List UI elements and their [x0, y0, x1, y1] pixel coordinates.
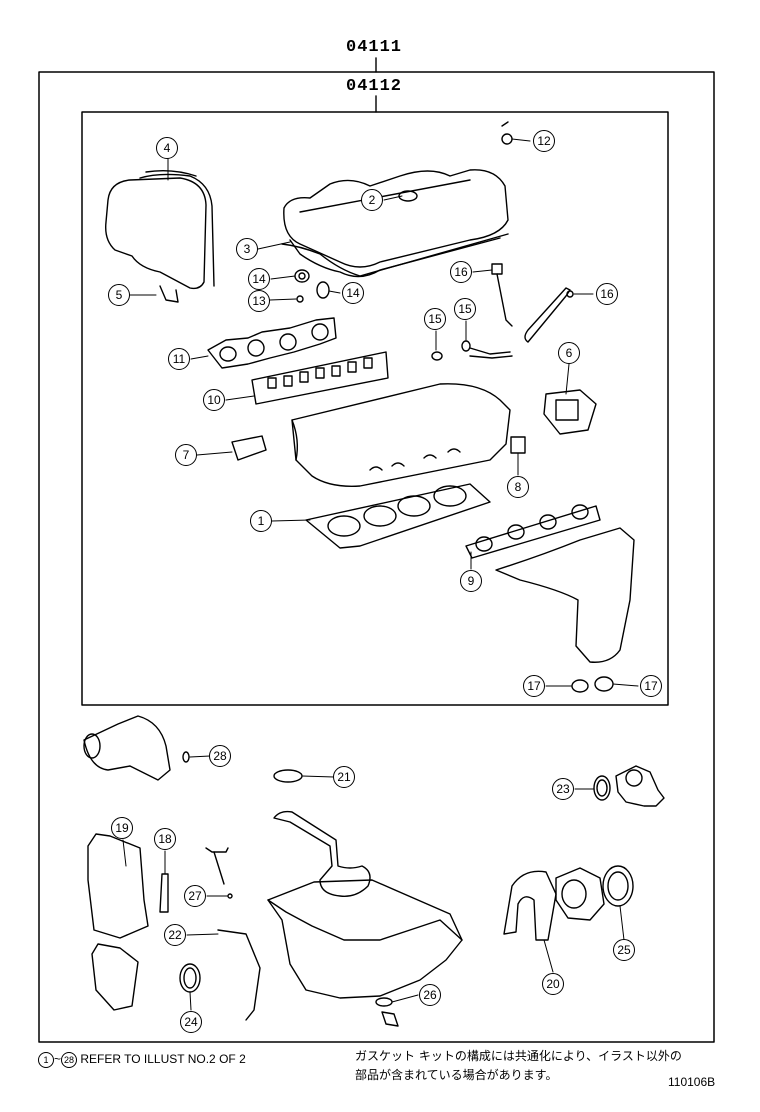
callout-16a: 16 [450, 261, 472, 283]
callout-15b: 15 [454, 298, 476, 320]
callout-2: 2 [361, 189, 383, 211]
manifold-gasket-11-drawing [207, 317, 337, 369]
callout-24: 24 [180, 1011, 202, 1033]
callout-6: 6 [558, 342, 580, 364]
oil-pan-drawing [179, 879, 463, 1027]
callout-14b: 14 [342, 282, 364, 304]
gasket-17b-drawing [594, 676, 614, 692]
callout-1: 1 [250, 510, 272, 532]
lower-timing-cover-drawing [87, 833, 169, 1011]
valve-seals-drawing [431, 340, 513, 361]
callout-11: 11 [168, 348, 190, 370]
callout-12: 12 [533, 130, 555, 152]
exhaust-manifold-drawing [465, 504, 635, 663]
callout-17a: 17 [523, 675, 545, 697]
callout-10: 10 [203, 389, 225, 411]
callout-14a: 14 [248, 268, 270, 290]
gasket-17a-drawing [571, 679, 589, 693]
callout-5: 5 [108, 284, 130, 306]
callout-22: 22 [164, 924, 186, 946]
callout-15a: 15 [424, 308, 446, 330]
callout-20: 20 [542, 973, 564, 995]
ref-text: REFER TO ILLUST NO.2 OF 2 [80, 1052, 246, 1067]
head-cover-drawing [281, 169, 509, 278]
callout-3: 3 [236, 238, 258, 260]
ref-start-callout: 1 [38, 1052, 54, 1068]
inner-frame [81, 111, 669, 706]
callout-18: 18 [154, 828, 176, 850]
gasket-6-drawing [543, 389, 597, 435]
callout-17b: 17 [640, 675, 662, 697]
ref-tilde: ~ [54, 1052, 62, 1067]
callout-8: 8 [507, 476, 529, 498]
callout-26: 26 [419, 984, 441, 1006]
callout-27: 27 [184, 885, 206, 907]
leader-lines [122, 138, 639, 1011]
callout-4: 4 [156, 137, 178, 159]
callout-9: 9 [460, 570, 482, 592]
callout-21: 21 [333, 766, 355, 788]
callout-25: 25 [613, 939, 635, 961]
timing-cover-drawing [105, 169, 215, 303]
gasket-8-drawing [510, 436, 526, 454]
kit-number: 04111 [346, 38, 403, 57]
manifold-gasket-10-drawing [251, 351, 389, 405]
callout-7: 7 [175, 444, 197, 466]
sub-kit-number: 04112 [346, 77, 403, 96]
water-inlet-drawing [83, 715, 190, 781]
reference-note: 1~28 REFER TO ILLUST NO.2 OF 2 [38, 1052, 246, 1068]
outer-frame [38, 71, 715, 1043]
small-seals-drawing [294, 121, 513, 303]
ref-end-callout: 28 [61, 1052, 78, 1068]
rear-seal-drawing [503, 865, 634, 941]
gasket-7-drawing [231, 435, 267, 461]
dipstick-drawing [205, 847, 233, 899]
japanese-note-line2: 部品が含まれている場合があります。 [355, 1068, 558, 1082]
cylinder-head-drawing [291, 383, 511, 487]
callout-19: 19 [111, 817, 133, 839]
callout-13: 13 [248, 290, 270, 312]
callout-23: 23 [552, 778, 574, 800]
callout-16b: 16 [596, 283, 618, 305]
japanese-note-line1: ガスケット キットの構成には共通化により、イラスト以外の [355, 1049, 682, 1063]
oil-strainer-drawing [273, 769, 371, 897]
valves-drawing [491, 263, 574, 343]
illustration-id: 110106B [668, 1075, 716, 1089]
callout-28: 28 [209, 745, 231, 767]
thermostat-housing-drawing [593, 765, 665, 807]
head-gasket-drawing [305, 483, 491, 549]
